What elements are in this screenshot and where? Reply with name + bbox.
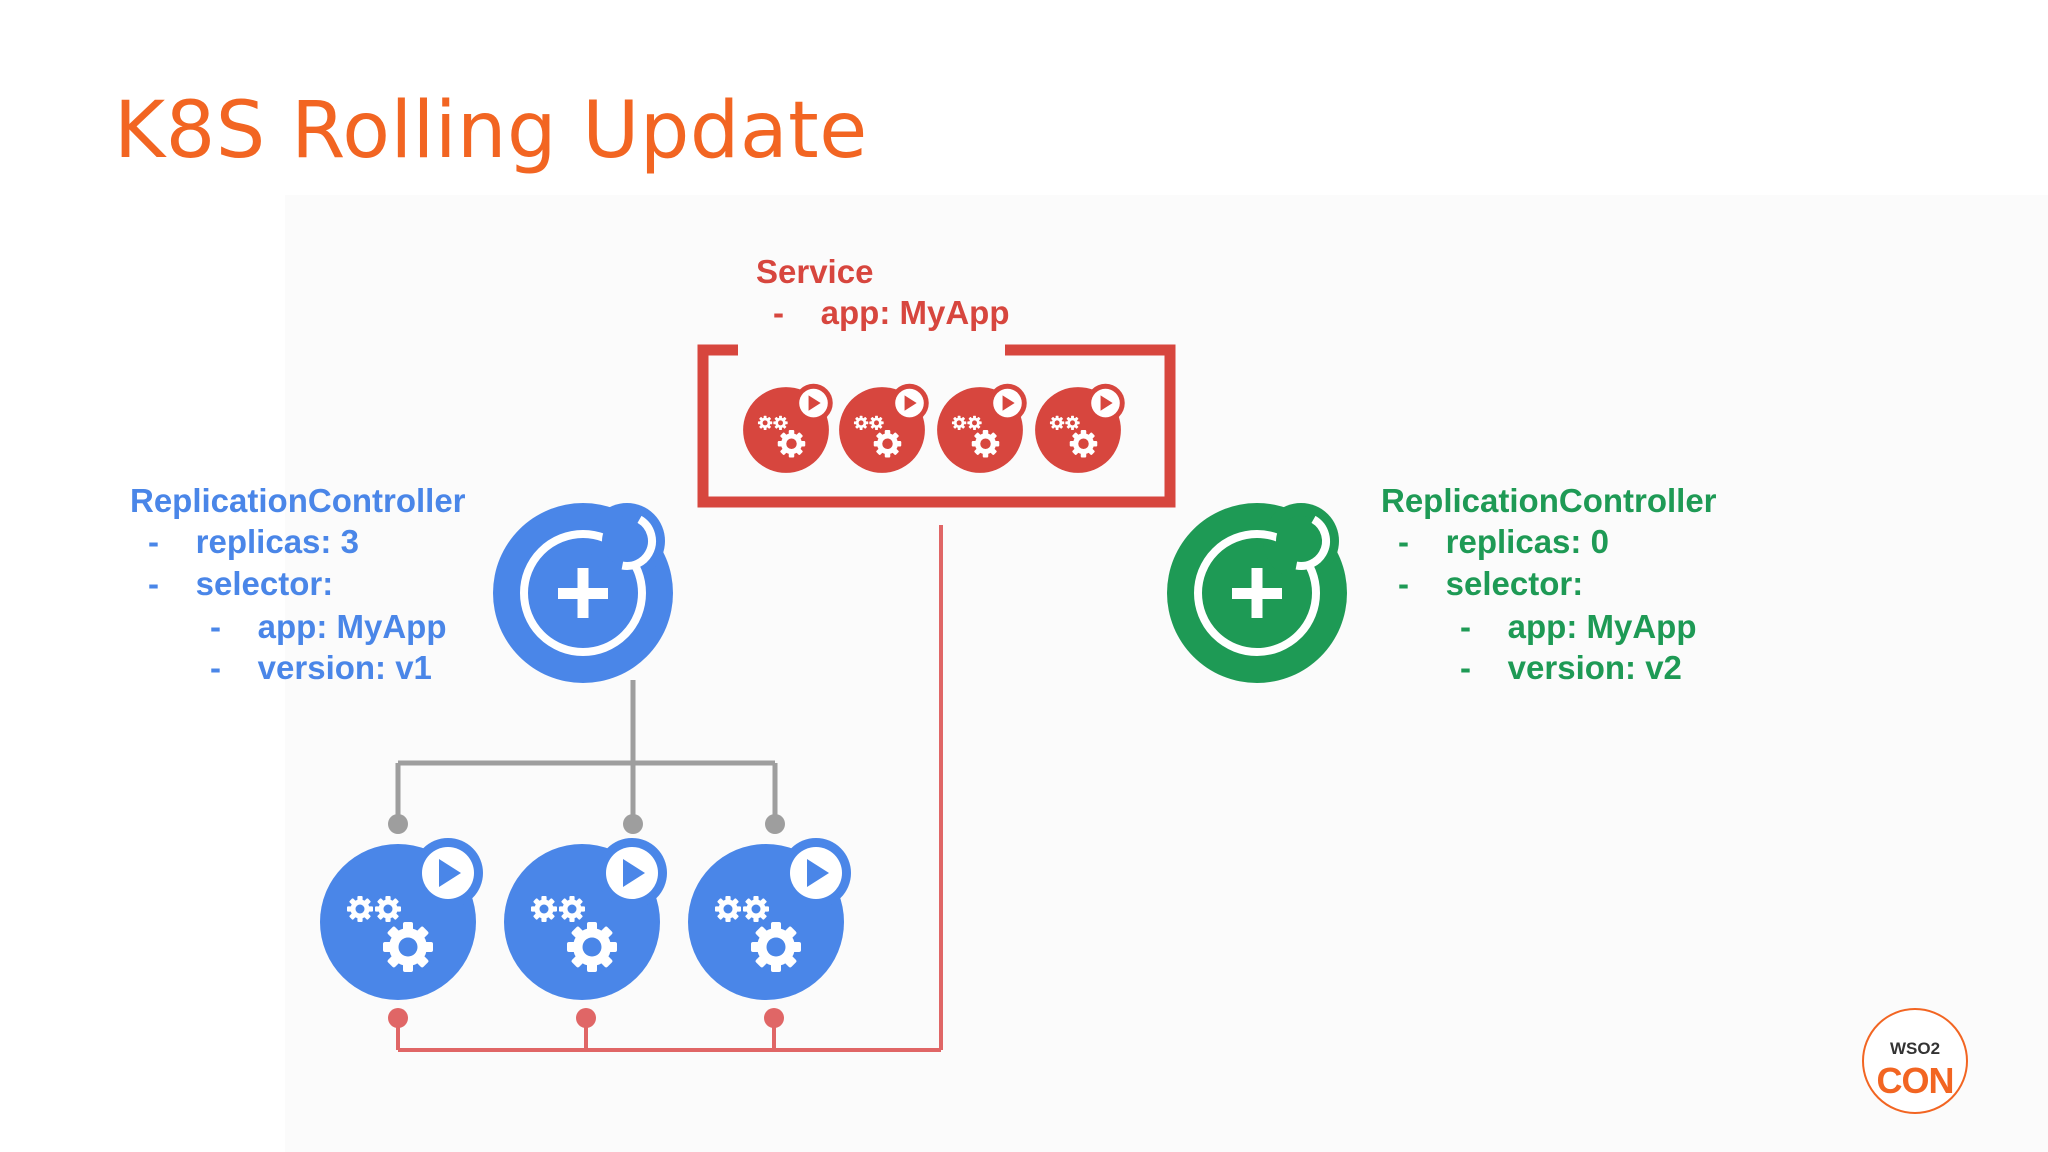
wso2con-logo: WSO2 CON <box>1862 1008 1968 1114</box>
pod-icon <box>688 838 851 1000</box>
service-selector: - app: MyApp <box>773 294 1010 331</box>
service-bracket <box>697 344 1176 508</box>
connector-dot <box>765 814 785 834</box>
rc-v2-version: - version: v2 <box>1460 649 1682 686</box>
rc-v1-replicas: - replicas: 3 <box>148 523 359 560</box>
logo-bottom-text: CON <box>1876 1060 1955 1101</box>
v1-pods <box>320 838 851 1000</box>
connector-dot <box>623 814 643 834</box>
service-pods <box>743 384 1125 473</box>
service-pod-icon <box>839 384 929 473</box>
rc-v2-icon <box>1167 503 1347 683</box>
rc-v1-selector: - selector: <box>148 565 334 602</box>
service-dot <box>764 1008 784 1028</box>
rc-v2-title: ReplicationController <box>1381 482 1717 519</box>
service-label: Service <box>756 253 874 290</box>
rc-v2-selector: - selector: <box>1398 565 1584 602</box>
logo-top-text: WSO2 <box>1889 1039 1941 1058</box>
rc-v2-app: - app: MyApp <box>1460 608 1697 645</box>
slide-title: K8S Rolling Update <box>114 86 868 176</box>
rc-v1-version: - version: v1 <box>210 649 432 686</box>
rc-v1-app: - app: MyApp <box>210 608 447 645</box>
rc-v1-icon <box>493 503 673 683</box>
rc-v1-title: ReplicationController <box>130 482 466 519</box>
rc-pod-connector <box>395 680 778 822</box>
service-pod-icon <box>937 384 1027 473</box>
service-pod-icon <box>743 384 833 473</box>
connector-dot <box>388 814 408 834</box>
service-pod-icon <box>1035 384 1125 473</box>
service-dot <box>388 1008 408 1028</box>
rc-v2-replicas: - replicas: 0 <box>1398 523 1609 560</box>
service-dot <box>576 1008 596 1028</box>
pod-icon <box>320 838 483 1000</box>
pod-icon <box>504 838 667 1000</box>
